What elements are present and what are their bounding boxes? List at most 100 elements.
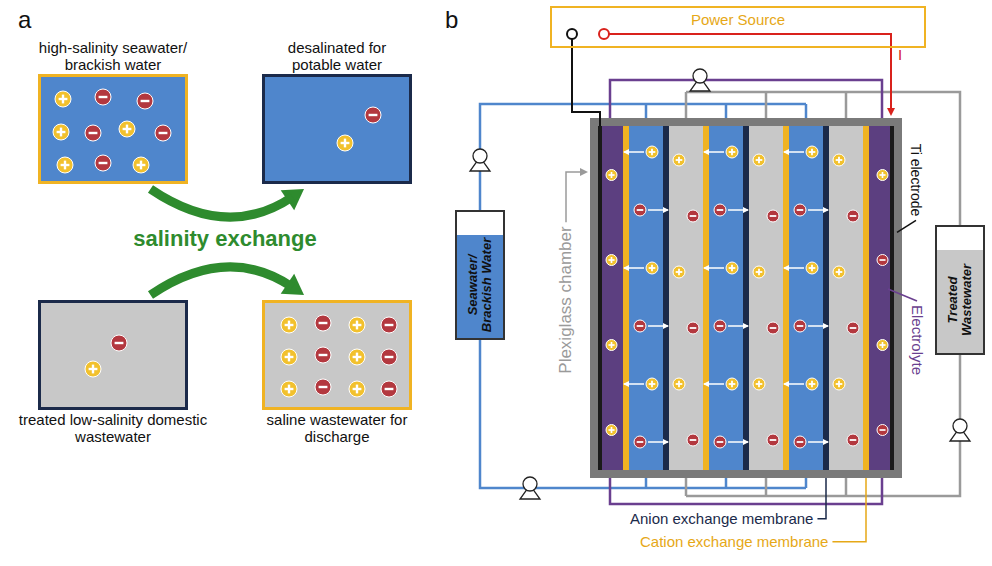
ion-sign — [140, 161, 142, 170]
part-label: Electrolyte — [908, 305, 925, 375]
salinity-exchange-arrow — [151, 189, 305, 217]
cation-symbol — [726, 146, 738, 158]
anion-symbol — [95, 89, 111, 105]
ion-sign — [811, 381, 813, 388]
cation-symbol — [646, 146, 658, 158]
anion-symbol — [365, 107, 381, 123]
anion-exchange-membrane — [823, 126, 829, 470]
anion-symbol — [85, 125, 101, 141]
cation-symbol — [806, 378, 818, 390]
leader-line — [832, 478, 866, 542]
flux-arrow — [624, 151, 644, 153]
ion-sign — [611, 257, 613, 263]
cation-symbol — [833, 266, 845, 278]
ion-sign — [92, 365, 94, 374]
cation-symbol — [133, 157, 149, 173]
anion-symbol — [687, 434, 699, 446]
cation-exchange-membrane — [623, 126, 629, 470]
cation-symbol — [673, 378, 685, 390]
salinity-exchange-arrow — [151, 267, 305, 295]
electrolyte-pipe — [610, 478, 882, 504]
flux-arrow — [704, 151, 724, 153]
ion-sign — [690, 327, 697, 329]
cation-symbol — [753, 266, 765, 278]
water-tank: Treated Wastewater — [935, 225, 985, 355]
ion-sign — [611, 427, 613, 433]
ion-sign — [758, 381, 760, 388]
water-tank: Seawater/ Brackish Water — [455, 210, 505, 340]
ion-sign — [850, 215, 857, 217]
ion-sign — [758, 157, 760, 164]
cation-symbol — [606, 340, 617, 351]
ion-sign — [770, 215, 777, 217]
ion-sign — [838, 269, 840, 276]
anion-symbol — [767, 210, 779, 222]
tank-label: Treated Wastewater — [946, 246, 975, 354]
ion-sign — [637, 325, 644, 327]
anion-symbol — [687, 210, 699, 222]
ion-sign — [811, 265, 813, 272]
ion-sign — [651, 265, 653, 272]
ion-sign — [611, 172, 613, 178]
anion-exchange-membrane — [743, 126, 749, 470]
flux-arrow — [808, 441, 828, 443]
anion-symbol — [155, 125, 171, 141]
cation-symbol — [833, 378, 845, 390]
compartment — [629, 126, 663, 470]
water-box: treated low-salinity domestic wastewater — [38, 300, 188, 410]
ion-sign — [717, 325, 724, 327]
part-label: Plexiglass chamber — [556, 226, 576, 373]
seawater-pipe — [480, 104, 806, 210]
flux-arrow — [624, 383, 644, 385]
salinity-exchange-arrow — [151, 267, 293, 295]
cation-symbol — [349, 349, 365, 365]
cation-symbol — [726, 262, 738, 274]
flux-arrow — [784, 151, 804, 153]
water-box: saline wastewater for discharge — [262, 300, 412, 410]
panel-letter: b — [445, 6, 458, 34]
ion-sign — [850, 439, 857, 441]
anion-symbol — [315, 379, 331, 395]
anion-symbol — [794, 436, 806, 448]
ti-electrode — [890, 126, 894, 470]
cation-symbol — [646, 378, 658, 390]
ion-sign — [690, 439, 697, 441]
ion-sign — [385, 324, 394, 326]
anion-symbol — [794, 320, 806, 332]
cation-symbol — [673, 154, 685, 166]
anion-symbol — [634, 320, 646, 332]
ion-sign — [678, 157, 680, 164]
box-label: treated low-salinity domestic wastewater — [18, 411, 208, 446]
ion-sign — [731, 149, 733, 156]
cation-symbol — [606, 425, 617, 436]
anode-wire — [609, 34, 891, 114]
terminal — [567, 29, 577, 39]
ion-sign — [838, 157, 840, 164]
box-label: saline wastewater for discharge — [262, 411, 412, 446]
anion-symbol — [381, 381, 397, 397]
ion-sign — [850, 327, 857, 329]
ion-sign — [651, 149, 653, 156]
ti-electrode — [598, 126, 602, 470]
ion-sign — [678, 269, 680, 276]
anion-symbol — [767, 322, 779, 334]
anion-symbol — [687, 322, 699, 334]
ion-sign — [611, 342, 613, 348]
flux-arrow — [728, 441, 748, 443]
cation-symbol — [726, 378, 738, 390]
flux-arrow — [648, 325, 668, 327]
flux-arrow — [624, 267, 644, 269]
ion-sign — [879, 429, 885, 431]
cation-symbol — [337, 135, 353, 151]
cation-symbol — [349, 317, 365, 333]
ion-sign — [811, 149, 813, 156]
ion-sign — [637, 441, 644, 443]
anion-symbol — [137, 93, 153, 109]
water-box: desalinated for potable water — [262, 74, 412, 184]
flux-arrow — [648, 209, 668, 211]
ion-sign — [651, 381, 653, 388]
part-label: Cation exchange membrane — [640, 533, 828, 550]
ion-illustration — [265, 77, 409, 181]
ion-sign — [344, 139, 346, 148]
compartment — [749, 126, 783, 470]
